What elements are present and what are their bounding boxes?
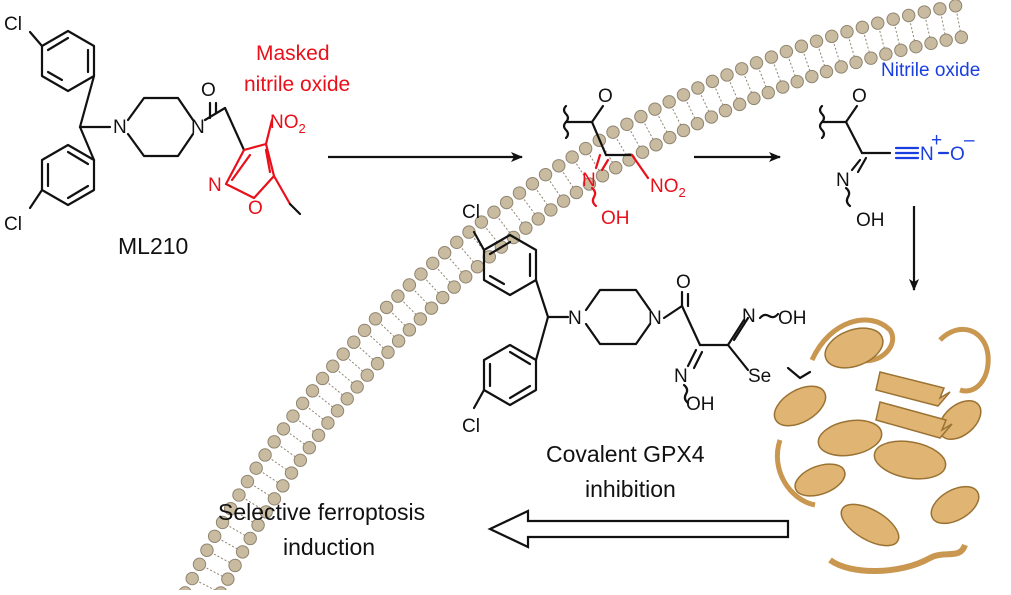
- atom-o-isoxazole: O: [248, 198, 263, 219]
- charge-plus: +: [931, 130, 942, 151]
- atom-n-adduct-oxime-2: N: [674, 366, 688, 387]
- atom-n-nitrile-oxime: N: [836, 170, 850, 191]
- atom-cl-adduct-bottom: Cl: [462, 416, 480, 437]
- ferroptosis-label-2: induction: [283, 534, 375, 560]
- atom-o-carbonyl: O: [201, 80, 216, 101]
- hollow-arrow: [487, 509, 790, 549]
- masked-nitrile-oxide-label-1: Masked: [256, 42, 330, 65]
- atom-oh-nitrile: OH: [856, 210, 885, 231]
- atom-o-adduct: O: [676, 272, 691, 293]
- atom-oh-adduct-1: OH: [778, 308, 807, 329]
- ml210-structure: Cl Cl N N O NO2 N O: [4, 14, 306, 235]
- covalent-inhibition-label-2: inhibition: [585, 476, 676, 502]
- atom-n-adduct-2: N: [648, 308, 662, 329]
- charge-minus: –: [964, 130, 975, 151]
- nitrile-oxide-label: Nitrile oxide: [881, 60, 980, 81]
- atom-n-adduct-1: N: [568, 308, 582, 329]
- masked-nitrile-oxide-label-2: nitrile oxide: [244, 73, 350, 96]
- atom-n-piperazine-2: N: [191, 117, 205, 138]
- atom-cl-top: Cl: [4, 14, 22, 35]
- atom-n-plus: N: [920, 144, 934, 165]
- atom-o-int1: O: [598, 86, 613, 107]
- covalent-inhibition-label-1: Covalent GPX4: [546, 441, 705, 467]
- atom-oh-adduct-2: OH: [686, 394, 715, 415]
- atom-no2-int1: NO2: [650, 176, 686, 200]
- atom-cl-adduct-top: Cl: [462, 202, 480, 223]
- atom-n-isoxazole: N: [208, 175, 222, 196]
- atom-se: Se: [748, 366, 771, 387]
- atom-cl-bottom: Cl: [4, 214, 22, 235]
- atom-oh-int1: OH: [601, 208, 630, 229]
- ferroptosis-label-1: Selective ferroptosis: [218, 499, 425, 525]
- compound-name-label: ML210: [118, 233, 188, 259]
- nitroalkene-oxime-intermediate: O N OH NO2: [562, 86, 686, 229]
- gpx4-protein-icon: [773, 317, 991, 574]
- atom-no2: NO2: [270, 112, 306, 136]
- atom-n-adduct-oxime-1: N: [742, 306, 756, 327]
- atom-n-int1: N: [582, 170, 596, 191]
- nitrile-oxide-intermediate: O N OH N + O –: [818, 86, 975, 231]
- covalent-adduct-structure: O N N N OH N OH Se Cl Cl: [462, 202, 812, 437]
- atom-o-minus: O: [950, 144, 965, 165]
- atom-n-piperazine-1: N: [113, 117, 127, 138]
- atom-o-nitrile: O: [852, 86, 867, 107]
